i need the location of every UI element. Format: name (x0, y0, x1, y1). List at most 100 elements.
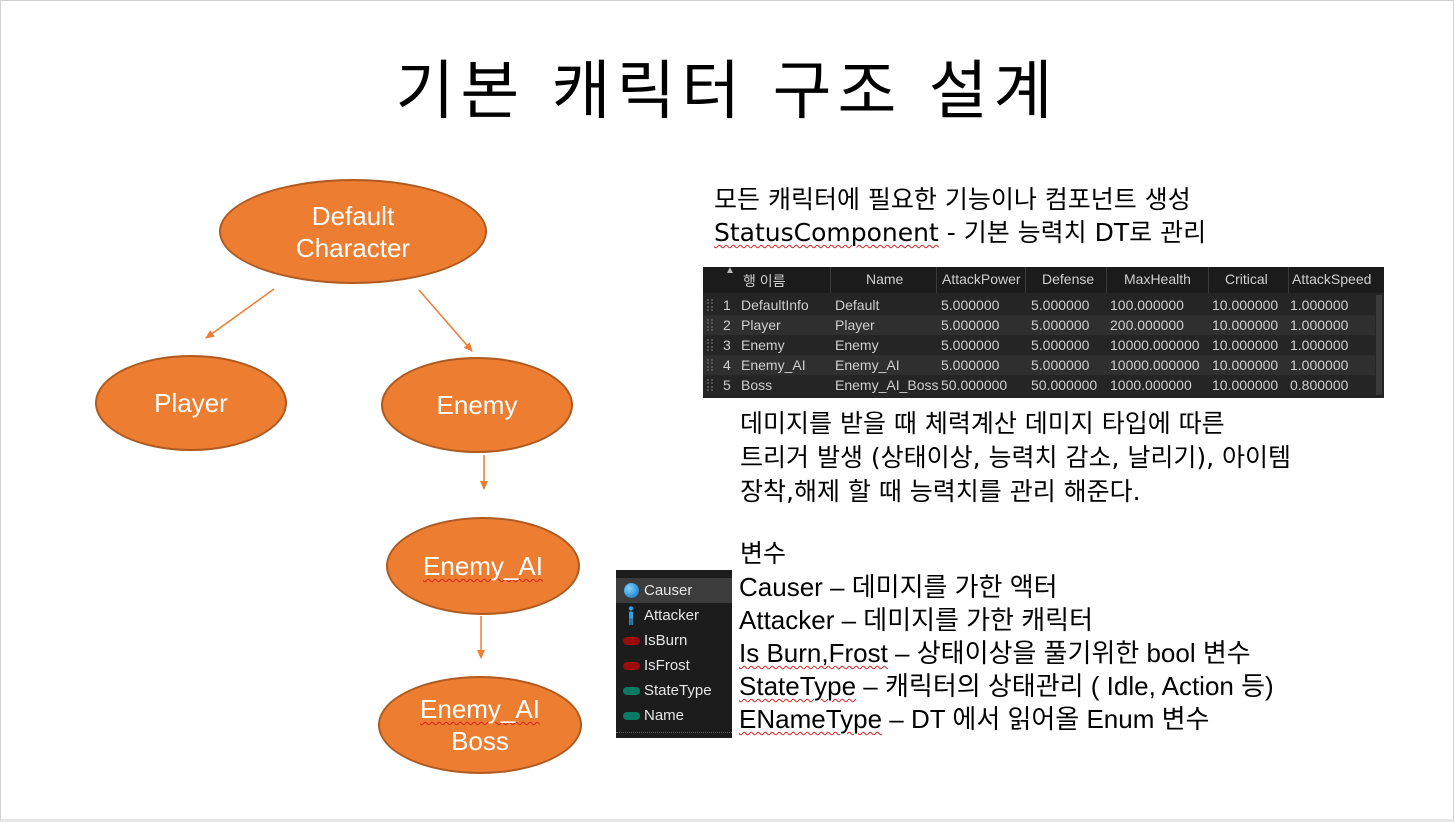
drag-handle-icon[interactable] (707, 359, 713, 371)
row-index: 2 (723, 317, 731, 333)
column-divider[interactable] (1288, 267, 1289, 293)
table-cell[interactable]: Enemy_AI_Boss (835, 377, 939, 393)
node-label: Character (295, 232, 411, 263)
table-cell[interactable]: 5.000000 (941, 297, 1000, 313)
column-header[interactable]: Name (866, 271, 904, 287)
table-cell[interactable]: 50.000000 (941, 377, 1008, 393)
row-name-cell[interactable]: Boss (741, 377, 773, 393)
table-cell[interactable]: 1.000000 (1290, 337, 1349, 353)
table-cell[interactable]: Player (835, 317, 875, 333)
table-cell[interactable]: 10.000000 (1212, 317, 1279, 333)
table-row[interactable]: 4 Enemy_AI Enemy_AI 5.000000 5.000000 10… (703, 355, 1375, 375)
variables-heading: 변수 (740, 539, 787, 568)
description-line: 데미지를 받을 때 체력계산 데미지 타입에 따른 (740, 409, 1225, 438)
column-divider[interactable] (1025, 267, 1026, 293)
drag-handle-icon[interactable] (707, 339, 713, 351)
column-divider[interactable] (1208, 267, 1209, 293)
table-row[interactable]: 1 DefaultInfo Default 5.000000 5.000000 … (703, 295, 1375, 315)
column-header[interactable]: 행 이름 (743, 273, 786, 289)
variable-name: Is Burn,Frost (739, 638, 888, 668)
description-line: 모든 캐릭터에 필요한 기능이나 컴포넌트 생성 (714, 185, 1191, 214)
column-divider[interactable] (1106, 267, 1107, 293)
data-table-header: ▲ 행 이름 Name AttackPower Defense MaxHealt… (703, 265, 1384, 293)
column-divider[interactable] (830, 267, 831, 293)
column-header[interactable]: Defense (1042, 271, 1095, 287)
table-cell[interactable]: 0.800000 (1290, 377, 1349, 393)
drag-handle-icon[interactable] (707, 319, 713, 331)
table-cell[interactable]: 5.000000 (1031, 337, 1090, 353)
node-label: Boss (451, 726, 509, 756)
table-cell[interactable]: 5.000000 (941, 337, 1000, 353)
variable-item-causer[interactable]: Causer (616, 578, 732, 603)
description-line: 장착,해제 할 때 능력치를 관리 해준다. (740, 477, 1141, 506)
table-cell[interactable]: 5.000000 (941, 317, 1000, 333)
column-divider[interactable] (936, 267, 937, 293)
variable-name: ENameType (739, 704, 883, 734)
variable-desc: – 캐릭터의 상태관리 ( Idle, Action 등) (856, 671, 1274, 701)
description-line-rest: - 기본 능력치 DT로 관리 (938, 218, 1207, 247)
table-cell[interactable]: 5.000000 (1031, 317, 1090, 333)
boolean-pill-icon (623, 637, 640, 645)
row-name-cell[interactable]: Player (741, 317, 781, 333)
table-cell[interactable]: 10000.000000 (1110, 337, 1200, 353)
table-cell[interactable]: 1000.000000 (1110, 377, 1192, 393)
variable-item-isburn[interactable]: IsBurn (616, 628, 732, 653)
variable-line: Attacker – 데미지를 가한 캐릭터 (739, 604, 1274, 637)
drag-handle-icon[interactable] (707, 299, 713, 311)
variable-item-isfrost[interactable]: IsFrost (616, 653, 732, 678)
variable-item-statetype[interactable]: StateType (616, 678, 732, 703)
column-header[interactable]: Critical (1225, 271, 1268, 287)
table-row[interactable]: 5 Boss Enemy_AI_Boss 50.000000 50.000000… (703, 375, 1375, 395)
slide-title: 기본 캐릭터 구조 설계 (395, 55, 1059, 129)
enum-pill-icon (623, 687, 640, 695)
column-header[interactable]: MaxHealth (1124, 271, 1191, 287)
node-label: Player (154, 388, 228, 418)
table-cell[interactable]: Default (835, 297, 880, 313)
variable-name: StateType (739, 671, 857, 701)
character-icon (628, 606, 634, 625)
node-label: Enemy_AI (423, 551, 543, 581)
table-cell[interactable]: 10.000000 (1212, 377, 1279, 393)
variable-line: Is Burn,Frost – 상태이상을 풀기위한 bool 변수 (739, 637, 1274, 670)
table-cell[interactable]: 1.000000 (1290, 297, 1349, 313)
table-row[interactable]: 2 Player Player 5.000000 5.000000 200.00… (703, 315, 1375, 335)
row-name-cell[interactable]: Enemy (741, 337, 785, 353)
table-cell[interactable]: 100.000000 (1110, 297, 1184, 313)
sort-arrow-icon[interactable]: ▲ (725, 265, 735, 276)
table-cell[interactable]: 50.000000 (1031, 377, 1098, 393)
table-cell[interactable]: 10.000000 (1212, 357, 1279, 373)
variable-item-name[interactable]: Name (616, 703, 732, 728)
variable-label: Attacker (644, 607, 700, 624)
variable-line: ENameType – DT 에서 읽어올 Enum 변수 (739, 703, 1274, 736)
table-cell[interactable]: 10000.000000 (1110, 357, 1200, 373)
table-scrollbar[interactable] (1376, 295, 1382, 395)
column-header[interactable]: AttackSpeed (1292, 271, 1372, 287)
table-cell[interactable]: 1.000000 (1290, 357, 1349, 373)
row-index: 1 (723, 297, 731, 313)
table-cell[interactable]: Enemy (835, 337, 879, 353)
table-cell[interactable]: 5.000000 (1031, 297, 1090, 313)
table-cell[interactable]: 10.000000 (1212, 337, 1279, 353)
node-enemy-ai: Enemy_AI (386, 517, 580, 615)
table-cell[interactable]: 200.000000 (1110, 317, 1184, 333)
variable-line: Causer – 데미지를 가한 액터 (739, 571, 1274, 604)
table-cell[interactable]: 5.000000 (941, 357, 1000, 373)
row-index: 3 (723, 337, 731, 353)
column-header[interactable]: AttackPower (942, 271, 1021, 287)
variable-item-attacker[interactable]: Attacker (616, 603, 732, 628)
drag-handle-icon[interactable] (707, 379, 713, 391)
enum-pill-icon (623, 712, 640, 720)
table-cell[interactable]: Enemy_AI (835, 357, 900, 373)
table-cell[interactable]: 5.000000 (1031, 357, 1090, 373)
damage-description: 데미지를 받을 때 체력계산 데미지 타입에 따른 트리거 발생 (상태이상, … (740, 407, 1291, 509)
variable-label: Causer (644, 582, 693, 599)
table-row[interactable]: 3 Enemy Enemy 5.000000 5.000000 10000.00… (703, 335, 1375, 355)
panel-divider (616, 732, 732, 738)
node-label: Enemy (436, 390, 518, 420)
table-cell[interactable]: 1.000000 (1290, 317, 1349, 333)
table-cell[interactable]: 10.000000 (1212, 297, 1279, 313)
row-name-cell[interactable]: DefaultInfo (741, 297, 809, 313)
arrow-default-to-player (205, 288, 275, 339)
node-player: Player (95, 355, 287, 451)
row-name-cell[interactable]: Enemy_AI (741, 357, 806, 373)
